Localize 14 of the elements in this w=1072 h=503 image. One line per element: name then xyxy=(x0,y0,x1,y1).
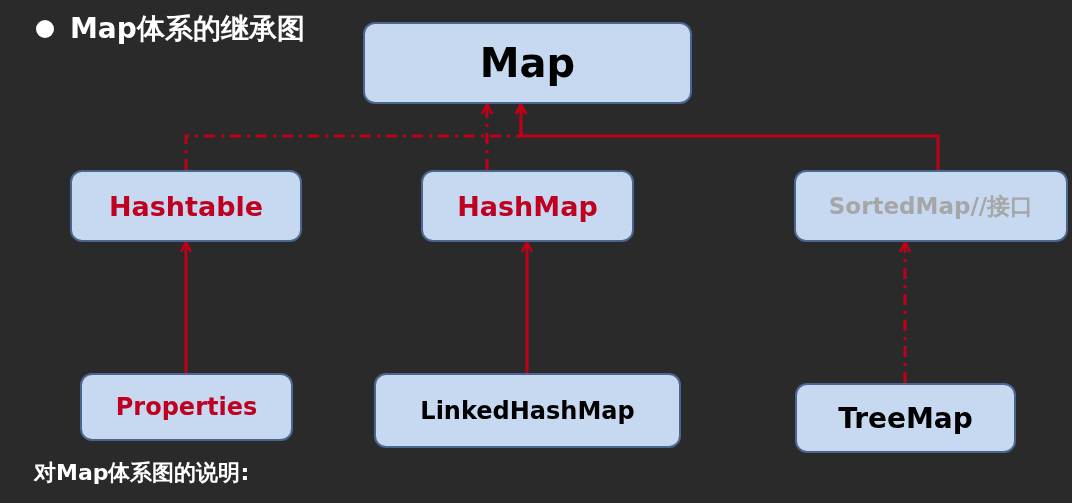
arrow xyxy=(898,240,912,383)
arrow xyxy=(514,102,940,170)
class-box: Properties xyxy=(80,373,293,441)
class-box: LinkedHashMap xyxy=(374,373,681,448)
note-text: 对Map体系图的说明: xyxy=(34,459,250,487)
arrow xyxy=(520,240,534,373)
class-box: Map xyxy=(363,22,692,104)
class-box: SortedMap//接口 xyxy=(794,170,1068,242)
class-box: Hashtable xyxy=(70,170,302,242)
arrow xyxy=(179,240,193,373)
class-box: TreeMap xyxy=(795,383,1016,453)
title: Map体系的继承图 xyxy=(70,11,305,47)
class-box: HashMap xyxy=(421,170,634,242)
arrow xyxy=(480,102,494,170)
